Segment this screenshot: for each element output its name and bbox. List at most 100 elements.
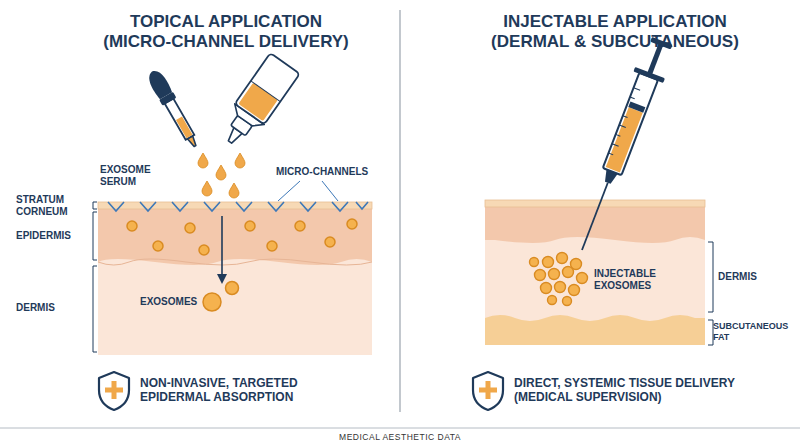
leader-line: [278, 181, 300, 201]
exosome-cluster: [555, 282, 566, 293]
syringe: [612, 144, 619, 147]
diffusion-arrow: [221, 216, 223, 276]
syringe: [606, 107, 643, 172]
skin-cross-section: [98, 202, 372, 209]
layer-bracket: [93, 266, 97, 352]
exosome-particles: [127, 221, 137, 231]
exosome-cluster: [549, 269, 560, 280]
exosome-cluster: [530, 258, 539, 267]
exosome-cluster: [569, 285, 580, 296]
layer-bracket: [93, 212, 97, 260]
syringe: [634, 88, 641, 91]
shield-icon: [473, 372, 503, 410]
exosome-particles: [347, 219, 357, 229]
exosome-particles: [295, 221, 305, 231]
exosome-particles: [267, 241, 277, 251]
benefit-text: DIRECT, SYSTEMIC TISSUE DELIVERY (MEDICA…: [514, 376, 762, 405]
layer-label: SUBCUTANEOUS FAT: [713, 321, 796, 343]
micro-channels: [332, 202, 348, 211]
syringe: [609, 153, 614, 155]
leader-line: [322, 181, 338, 201]
skin-cross-section: [485, 200, 705, 345]
micro-channels: [356, 202, 368, 209]
exosome-cluster: [563, 297, 572, 306]
layer-bracket: [708, 242, 713, 345]
serum-bottle: [251, 81, 280, 102]
exosome-cluster: [577, 273, 588, 284]
syringe: [582, 183, 608, 250]
leader-line: [278, 181, 338, 201]
part-label: MICRO-CHANNELS: [276, 166, 368, 178]
layer-bracket: [708, 242, 713, 312]
syringe: [623, 116, 628, 118]
skin-cross-section: [485, 315, 705, 345]
skin-cross-section: [98, 202, 372, 355]
exosome-particles: [226, 282, 239, 295]
layer-bracket: [93, 202, 97, 352]
dropper: [176, 117, 193, 139]
dropper: [145, 67, 173, 99]
exosome-particles: [203, 293, 221, 311]
syringe: [616, 134, 621, 136]
footer-rule: [0, 428, 800, 429]
exosome-cluster: [541, 283, 552, 294]
serum-drops: [198, 153, 208, 168]
exosome-cluster: [563, 267, 574, 278]
layer-bracket: [93, 202, 97, 209]
micro-channels: [172, 202, 188, 211]
shield-icon: [473, 372, 503, 410]
diffusion-arrow: [217, 274, 227, 284]
exosome-cluster: [548, 296, 557, 305]
layer-label: DERMIS: [718, 271, 757, 283]
exosome-particles: [199, 245, 209, 255]
skin-cross-section: [98, 209, 372, 265]
micro-channels: [300, 202, 316, 211]
shield-icon: [105, 388, 123, 393]
divider-line: [399, 10, 400, 412]
serum-drops: [202, 181, 212, 196]
exosome-particles: [185, 223, 195, 233]
diffusion-arrow: [217, 216, 227, 284]
exosome-particles: [245, 221, 255, 231]
syringe: [628, 101, 645, 112]
skin-cross-section: [98, 209, 372, 355]
micro-channels: [140, 202, 156, 211]
caption: MEDICAL AESTHETIC DATA: [339, 432, 461, 442]
syringe: [603, 73, 658, 175]
panel-heading: INJECTABLE APPLICATION (DERMAL & SUBCUTA…: [476, 12, 755, 53]
micro-channels: [236, 202, 252, 211]
skin-cross-section: [485, 207, 705, 345]
part-label: INJECTABLE EXOSOMES: [594, 268, 672, 292]
panel-heading: TOPICAL APPLICATION (MICRO-CHANNEL DELIV…: [97, 12, 356, 53]
serum-bottle: [238, 83, 277, 122]
exosome-cluster: [557, 253, 568, 264]
layer-label: EPIDERMIS: [16, 230, 71, 242]
micro-channels: [108, 202, 124, 211]
serum-bottle: [215, 53, 300, 152]
syringe: [619, 125, 626, 128]
dropper: [145, 67, 202, 150]
layer-bracket: [708, 320, 713, 345]
serum-drops: [216, 165, 226, 180]
skin-cross-section: [98, 259, 372, 265]
exosome-cluster: [543, 257, 554, 268]
layer-label: STRATUM CORNEUM: [16, 194, 80, 218]
micro-channels: [268, 202, 284, 211]
serum-drops: [198, 153, 245, 198]
micro-channels: [204, 202, 220, 211]
benefit-text: NON-INVASIVE, TARGETED EPIDERMAL ABSORPT…: [140, 376, 331, 405]
serum-bottle: [235, 53, 300, 124]
micro-channels: [108, 202, 368, 211]
exosome-particles: [153, 241, 163, 251]
exosome-particles: [325, 237, 335, 247]
exosome-particles: [127, 219, 357, 311]
part-label: EXOSOMES: [140, 296, 197, 308]
layer-label: DERMIS: [16, 302, 55, 314]
syringe: [630, 97, 635, 99]
shield-icon: [99, 372, 129, 410]
exosome-cluster: [530, 253, 588, 306]
skin-cross-section: [485, 200, 705, 207]
syringe: [609, 88, 641, 156]
syringe: [567, 35, 677, 256]
